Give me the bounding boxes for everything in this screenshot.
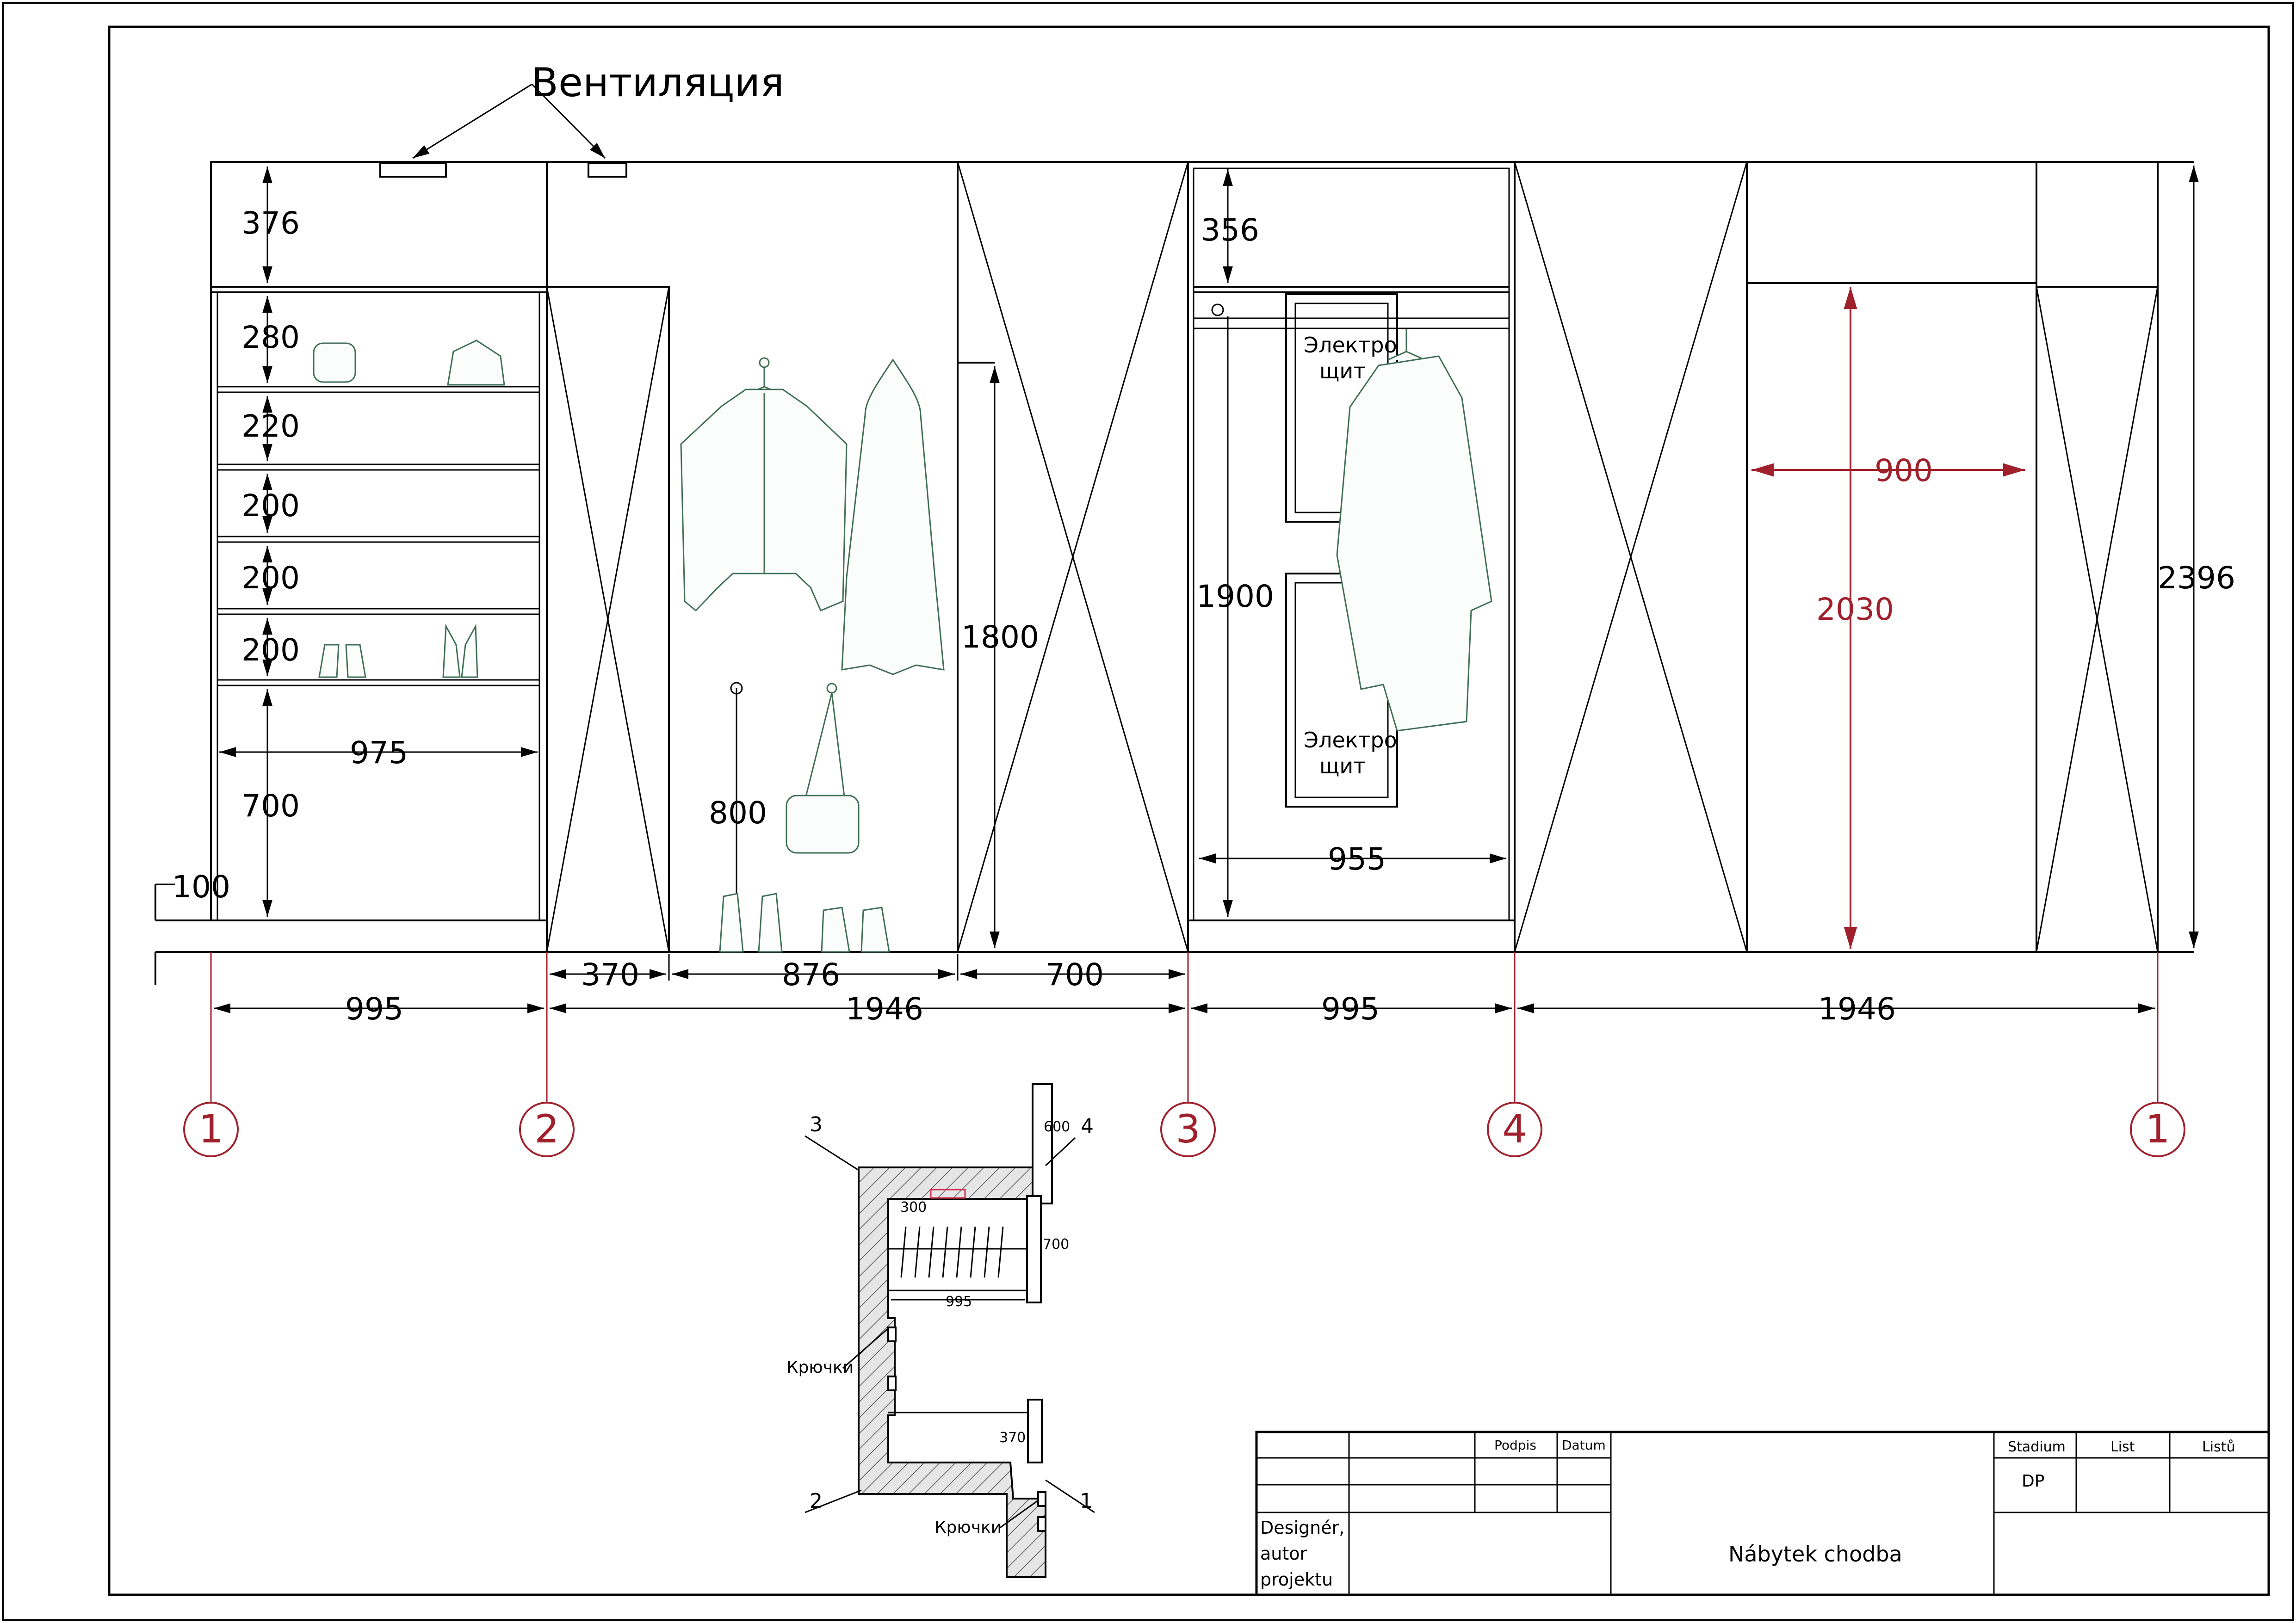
axis-label: 1 bbox=[2145, 1106, 2170, 1152]
drawing-frame bbox=[108, 25, 2270, 1596]
bag-illustration bbox=[786, 683, 860, 854]
axis-lines bbox=[210, 952, 2159, 1102]
dim-label: 995 bbox=[345, 991, 403, 1027]
panel-label: щит bbox=[1319, 753, 1366, 778]
plan-panel bbox=[1032, 1083, 1053, 1204]
axis-label: 4 bbox=[1502, 1106, 1527, 1152]
axis-markers: 1 2 3 4 1 bbox=[183, 1102, 2185, 1157]
hangers-row bbox=[900, 1226, 1004, 1278]
hooks-label: Крючки bbox=[786, 1358, 854, 1377]
col-stadium: Stadium bbox=[2008, 1439, 2066, 1455]
plan-view: 600 300 700 995 370 3 4 2 1 Крючки Крючк… bbox=[786, 1083, 1095, 1578]
wardrobe-interior bbox=[1193, 167, 1510, 921]
shelf-bay bbox=[217, 291, 540, 921]
section-label: 2 bbox=[810, 1489, 823, 1513]
section-label: 3 bbox=[810, 1113, 823, 1136]
section-label: 1 bbox=[1080, 1489, 1093, 1513]
dim-label: 876 bbox=[782, 957, 840, 993]
coat-illustration bbox=[1336, 329, 1492, 732]
ventilation-label: Вентиляция bbox=[531, 60, 784, 106]
door-panel bbox=[2036, 161, 2159, 953]
designer-label: Designér, bbox=[1260, 1518, 1344, 1538]
dim-label: 356 bbox=[1201, 212, 1259, 248]
dim-label: 955 bbox=[1328, 841, 1386, 877]
dim-label: 2396 bbox=[2158, 560, 2235, 596]
plan-panel bbox=[1027, 1399, 1043, 1463]
dim-label: 200 bbox=[241, 632, 300, 668]
dim-label: 1946 bbox=[846, 991, 923, 1027]
electrical-panel: Электро щит bbox=[1285, 573, 1398, 808]
section-callouts bbox=[805, 1135, 1095, 1529]
col-list: List bbox=[2110, 1439, 2135, 1455]
dim-label: 100 bbox=[172, 869, 230, 905]
plan-panel bbox=[1026, 1195, 1042, 1303]
dim-label: 200 bbox=[241, 560, 300, 596]
plan-dim: 370 bbox=[999, 1430, 1026, 1446]
plan-dim: 300 bbox=[900, 1199, 927, 1216]
dim-label: 700 bbox=[1046, 957, 1104, 993]
col-podpis: Podpis bbox=[1494, 1438, 1536, 1453]
dim-label: 376 bbox=[241, 205, 300, 241]
shelf-dims: 376 280 220 200 200 200 700 bbox=[241, 167, 300, 917]
dim-label: 1900 bbox=[1196, 579, 1274, 614]
vent-grille bbox=[588, 162, 627, 178]
bottom-dims-row1: 370 876 700 bbox=[546, 954, 1189, 993]
dim-label: 1946 bbox=[1818, 991, 1896, 1027]
plan-dim: 995 bbox=[946, 1294, 972, 1310]
section-label: 4 bbox=[1081, 1115, 1094, 1138]
plan-dim: 600 bbox=[1044, 1119, 1070, 1135]
dim-label: 370 bbox=[581, 957, 639, 993]
dim-label: 800 bbox=[709, 795, 767, 831]
drawing-title: Nábytek chodba bbox=[1728, 1542, 1902, 1567]
designer-label: autor bbox=[1260, 1543, 1307, 1564]
col-datum: Datum bbox=[1562, 1438, 1606, 1453]
axis-label: 3 bbox=[1176, 1106, 1200, 1152]
hook-markers bbox=[887, 1327, 1046, 1532]
door-panel bbox=[1514, 161, 1748, 953]
red-dim-label: 900 bbox=[1875, 453, 1933, 488]
dim-label: 1800 bbox=[961, 619, 1039, 655]
dim-label: 200 bbox=[241, 488, 300, 524]
axis-label: 1 bbox=[198, 1106, 223, 1152]
hooks-label: Крючки bbox=[934, 1518, 1002, 1537]
stadium-value: DP bbox=[2022, 1472, 2044, 1491]
dim-label: 220 bbox=[241, 408, 300, 444]
col-listu: Listů bbox=[2202, 1439, 2235, 1455]
hanging-rail bbox=[1193, 317, 1510, 329]
red-dim-label: 2030 bbox=[1816, 592, 1894, 627]
title-block: Podpis Datum Stadium List Listů DP Desig… bbox=[1255, 1431, 2270, 1596]
coat-hook-illustration bbox=[841, 358, 945, 675]
jacket-illustration bbox=[680, 357, 848, 612]
panel-label: Электро bbox=[1304, 728, 1397, 753]
vent-grille bbox=[379, 162, 447, 178]
dim-label: 975 bbox=[350, 735, 408, 771]
plan-dim: 700 bbox=[1043, 1236, 1069, 1253]
dim-label: 700 bbox=[241, 788, 300, 824]
shelf-items bbox=[313, 339, 505, 678]
dim-label: 995 bbox=[1321, 991, 1380, 1027]
shoes-illustration bbox=[719, 893, 890, 953]
plan-marker bbox=[930, 1189, 966, 1199]
dim-label: 280 bbox=[241, 320, 300, 355]
bottom-dims-row2: 995 1946 995 1946 bbox=[214, 991, 2155, 1027]
designer-label: projektu bbox=[1260, 1569, 1333, 1590]
panel-label: Электро bbox=[1304, 333, 1397, 358]
panel-label: щит bbox=[1319, 358, 1366, 383]
elevation-view: Вентиляция 100 bbox=[155, 60, 2235, 1157]
axis-label: 2 bbox=[534, 1106, 559, 1152]
